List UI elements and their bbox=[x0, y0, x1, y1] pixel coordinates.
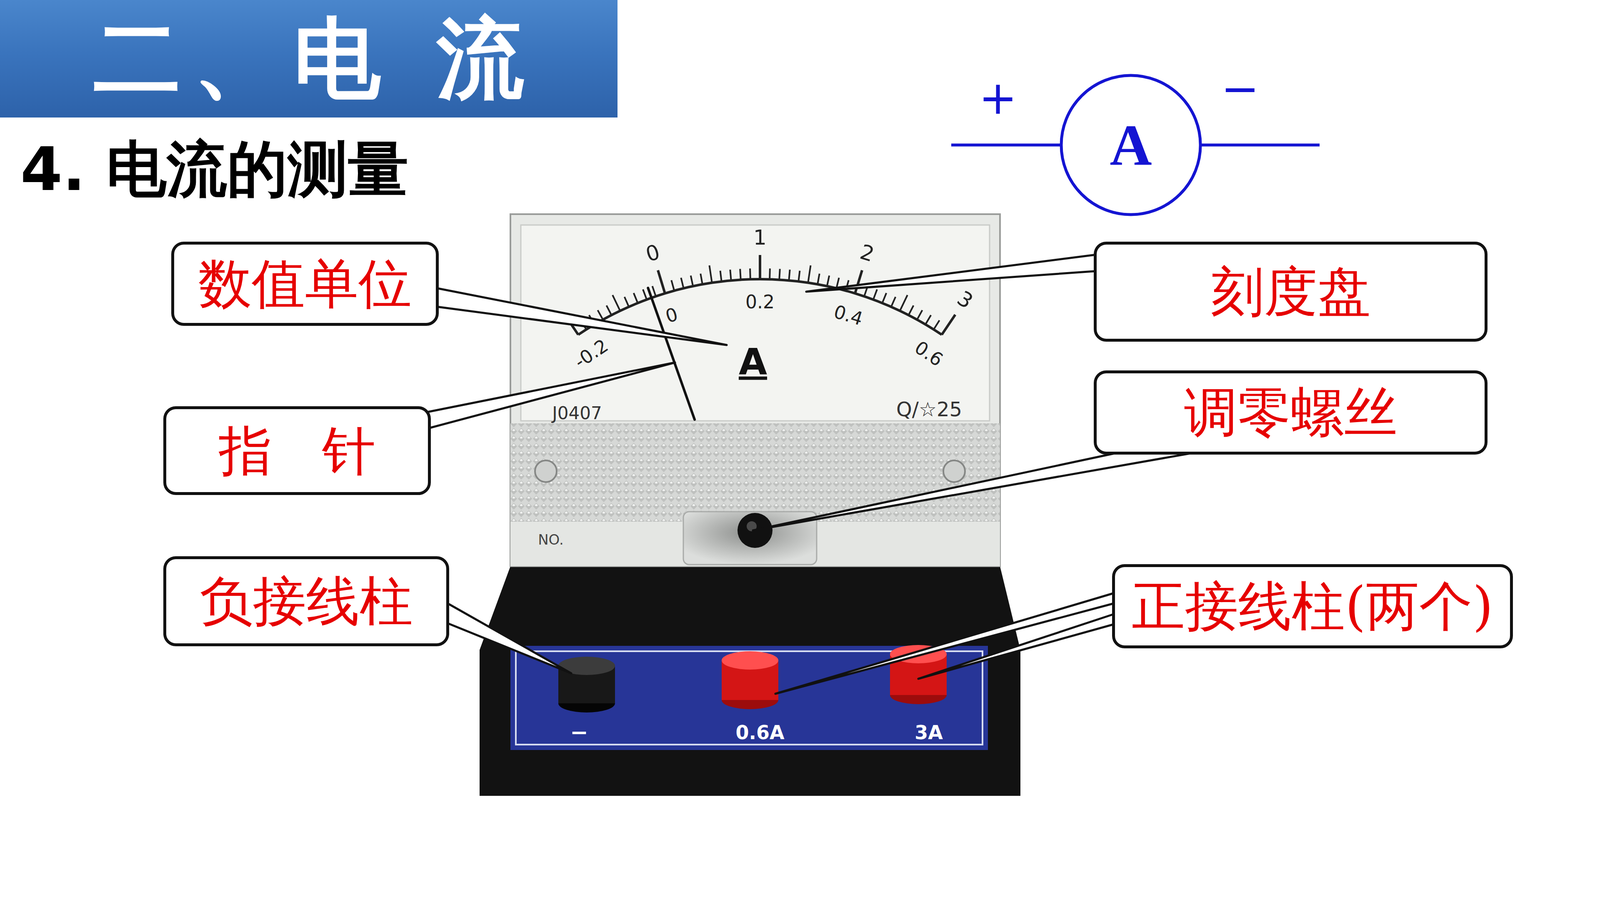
title-band: 二、电 流 bbox=[0, 0, 618, 118]
scale-tick bbox=[671, 280, 675, 291]
terminal-red bbox=[721, 651, 779, 670]
leader-wedge bbox=[775, 591, 1119, 694]
symbol-letter: A bbox=[1109, 111, 1152, 179]
ammeter-symbol: A bbox=[1059, 73, 1203, 217]
scale-tick bbox=[740, 268, 741, 280]
callout-box: 刻度盘 bbox=[1093, 241, 1488, 342]
symbol-wire bbox=[951, 143, 1062, 147]
scale-tick bbox=[749, 268, 752, 280]
symbol-wire bbox=[1200, 143, 1320, 147]
scale-tick bbox=[730, 269, 731, 281]
leader-wedge bbox=[425, 362, 675, 430]
leader-wedge bbox=[441, 600, 572, 674]
standard-mark: Q/☆25 bbox=[896, 398, 963, 421]
leader-wedge bbox=[752, 445, 1234, 531]
scale-tick bbox=[855, 270, 863, 294]
leader-wedge bbox=[918, 612, 1119, 679]
polarity-sign: − bbox=[1220, 63, 1260, 115]
callout-box: 数值单位 bbox=[171, 241, 439, 326]
scale-tick bbox=[652, 286, 656, 297]
callout-box: 调零螺丝 bbox=[1093, 370, 1488, 455]
terminal-label: − bbox=[570, 720, 589, 745]
scale-tick bbox=[700, 273, 703, 285]
scale-tick bbox=[933, 320, 940, 330]
scale-tick bbox=[925, 315, 931, 325]
polarity-sign: + bbox=[978, 72, 1018, 124]
meter-base bbox=[479, 566, 1021, 796]
scale-tick bbox=[798, 270, 800, 282]
scale-tick bbox=[612, 295, 620, 311]
scale-tick bbox=[941, 314, 955, 335]
scale-tick bbox=[807, 265, 811, 283]
callout-box: 正接线柱(两个) bbox=[1112, 564, 1513, 649]
scale-number: 0.2 bbox=[745, 292, 775, 313]
scale-tick bbox=[900, 295, 908, 311]
scale-tick bbox=[882, 292, 887, 303]
scale-tick bbox=[690, 275, 693, 286]
knob-bezel bbox=[683, 511, 817, 565]
symbol-circle bbox=[1061, 75, 1201, 215]
terminal-label: 0.6A bbox=[735, 722, 785, 744]
meter-face bbox=[510, 214, 1000, 567]
scale-tick bbox=[827, 275, 830, 286]
callout-box: 指 针 bbox=[163, 406, 431, 495]
scale-tick bbox=[788, 269, 790, 281]
leader-wedge bbox=[433, 287, 727, 345]
scale-tick bbox=[917, 310, 923, 320]
callout-text: 数值单位 bbox=[198, 252, 412, 315]
scale-tick bbox=[633, 292, 638, 303]
callout-box: 负接线柱 bbox=[163, 556, 450, 647]
scale-tick bbox=[817, 273, 820, 285]
scale-tick bbox=[606, 305, 612, 315]
scale-tick bbox=[597, 310, 603, 320]
scale-tick bbox=[891, 297, 896, 308]
leader-wedge bbox=[806, 254, 1100, 292]
scale-tick bbox=[680, 277, 684, 289]
cover-screw bbox=[535, 460, 557, 483]
callout-text: 正接线柱(两个) bbox=[1131, 575, 1494, 637]
callout-text: 负接线柱 bbox=[199, 570, 413, 632]
knurled-cover bbox=[510, 423, 1000, 522]
pointer-needle bbox=[647, 287, 695, 420]
scale-tick bbox=[779, 268, 780, 280]
scale-tick bbox=[624, 297, 629, 308]
scale-tick bbox=[873, 289, 878, 300]
terminal-label: 3A bbox=[914, 722, 943, 744]
callout-text: 刻度盘 bbox=[1210, 260, 1371, 323]
scale-number: 1 bbox=[753, 226, 767, 250]
callout-text: 指 针 bbox=[202, 420, 393, 482]
callout-text: 调零螺丝 bbox=[1184, 381, 1398, 443]
scale-tick bbox=[908, 305, 914, 315]
cover-screw bbox=[943, 460, 965, 483]
scale-tick bbox=[709, 265, 713, 283]
scale-tick bbox=[642, 289, 647, 300]
scale-tick bbox=[720, 270, 722, 282]
scale-tick bbox=[768, 268, 771, 280]
panel-border bbox=[515, 651, 983, 745]
section-title: 二、电 流 bbox=[80, 8, 537, 110]
serial-mark: NO. bbox=[537, 532, 564, 548]
slide-heading: 4. 电流的测量 bbox=[20, 135, 409, 203]
scale-tick bbox=[758, 255, 762, 280]
model-number: J0407 bbox=[552, 403, 602, 423]
unit-mark: A bbox=[738, 342, 768, 383]
scale-tick bbox=[657, 270, 665, 294]
